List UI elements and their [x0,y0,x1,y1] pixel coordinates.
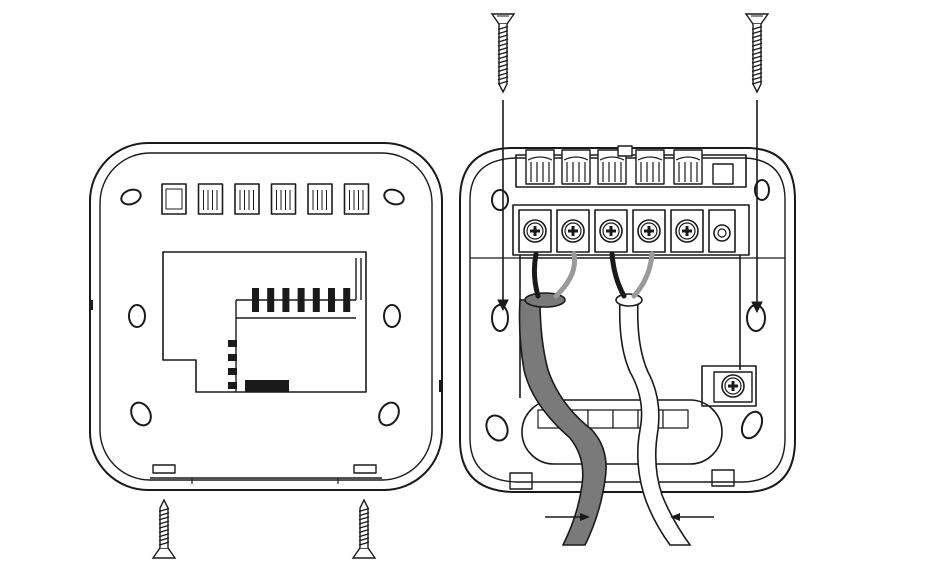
top-slot [199,184,223,214]
plate-bottom-clip-right [712,470,734,486]
mount-hole-bottom-left [127,399,155,429]
connector-pin [282,288,289,312]
side-pad [228,340,237,347]
inner-cavity [163,252,366,392]
terminal-screw [676,220,698,242]
clip-frame [562,150,590,184]
thermostat-back-housing [90,143,442,490]
channel-tab [663,410,688,428]
arrow-right [752,100,762,312]
terminal-screw [562,220,584,242]
clip-center-tab [618,146,632,156]
terminal-clip [636,150,664,184]
terminal-clip [562,150,590,184]
top-slot-row [162,184,369,214]
terminal [595,210,627,252]
housing-outer-outline [90,143,442,490]
slot-frame [345,184,369,214]
terminal-screw-row [519,210,735,252]
bottom-screw-right [353,500,375,558]
mount-hole-mid-left [129,305,145,327]
ground-screw-head [722,375,744,397]
terminal-screw [524,220,546,242]
cable-arrow-right [670,513,714,521]
connector-pin [298,288,305,312]
side-pad [228,354,237,361]
top-slot [345,184,369,214]
connector-pin [252,288,259,312]
connector-pin [267,288,274,312]
clip-frame [526,150,554,184]
slot-frame [272,184,296,214]
cable-entry-arrows [545,513,714,521]
top-slot [308,184,332,214]
slot-frame [235,184,259,214]
white-cable-end [616,294,642,306]
wire-black-2 [612,254,624,296]
connector-pin [328,288,335,312]
plate-corner-hole-bl [482,412,511,444]
terminal-box [709,210,735,252]
plate-corner-hole-tl [492,190,508,210]
slot-frame [199,184,223,214]
side-pad [228,368,237,375]
slot-frame [308,184,332,214]
top-slot [162,184,186,214]
side-pad [228,382,237,389]
mount-hole-bottom-right [375,399,403,429]
top-screw-right [746,14,768,92]
mount-hole-top-right [382,187,406,207]
terminal [633,210,665,252]
terminal-extra [709,210,735,252]
wire-gray-1 [556,254,575,296]
bottom-clip-right [354,465,376,473]
mount-hole-mid-right [384,305,400,327]
wire-gray-2 [634,254,652,296]
connector-pin [313,288,320,312]
screw-head [153,548,175,558]
screw-head [353,548,375,558]
connector-pin [343,288,350,312]
top-screw-left [492,14,514,92]
channel-tab [613,410,638,428]
mount-hole-top-left [119,187,143,207]
plate-corner-hole-br [738,409,766,442]
top-slot [272,184,296,214]
top-slot [235,184,259,214]
terminal-block-clips [526,146,702,184]
board-chip [245,380,289,392]
left-unit-screws [153,500,375,558]
clip-frame [674,150,702,184]
ground-screw [722,375,744,397]
terminal [519,210,551,252]
wire-black-1 [534,254,538,296]
clip-frame [636,150,664,184]
terminal [671,210,703,252]
circuit-board-outline [236,300,356,392]
terminal-clip [526,150,554,184]
terminal-clip [674,150,702,184]
housing-inner-outline [100,153,432,480]
terminal-screw [600,220,622,242]
terminal [557,210,589,252]
terminal-screw [638,220,660,242]
bottom-clip-left [153,465,175,473]
bottom-screw-left [153,500,175,558]
channel-tab [588,410,613,428]
plate-mount-slot-left [492,305,508,331]
plate-bottom-clip-left [510,473,532,489]
terminal-block-tab-right [713,164,733,184]
